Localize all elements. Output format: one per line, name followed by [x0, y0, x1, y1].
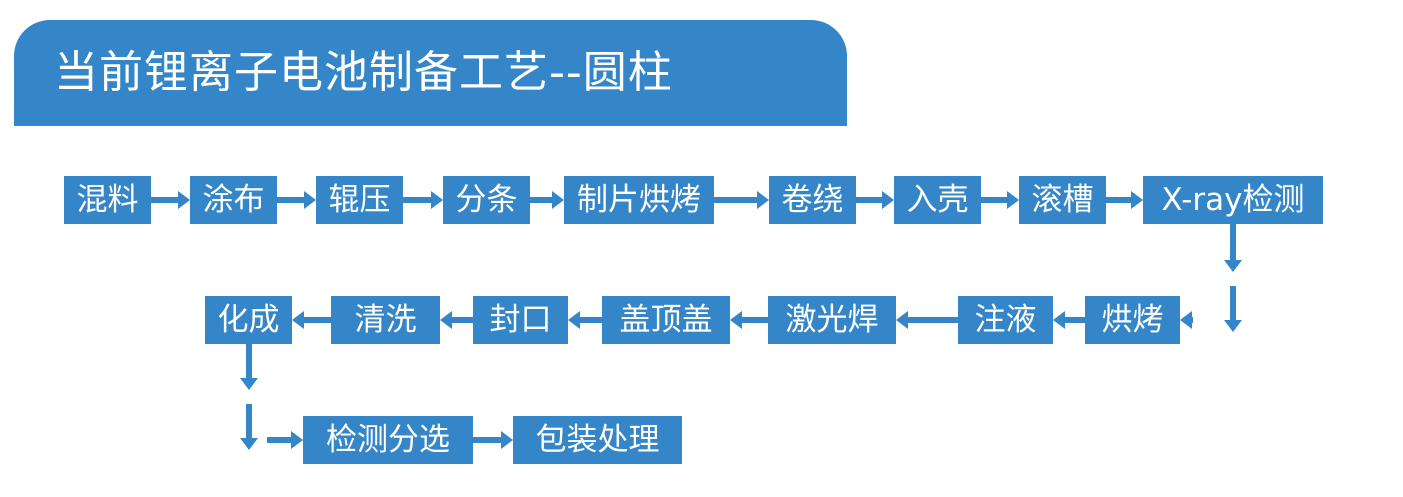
process-node-coating[interactable]: 涂布	[190, 176, 277, 224]
process-node-label: 制片烘烤	[577, 181, 701, 218]
process-node-label: 混料	[76, 181, 139, 218]
arrow-xray-down-segment-1	[1222, 224, 1244, 272]
arrow-row2-sealing-to-cleaning	[440, 309, 473, 331]
arrow-row2-cap-cover-to-sealing	[568, 309, 602, 331]
process-node-label: X-ray检测	[1161, 181, 1305, 218]
process-node-label: 辊压	[328, 181, 391, 218]
process-node-label: 清洗	[354, 301, 417, 338]
arrow-row2-baking-to-electrolyte	[1053, 309, 1085, 331]
title-banner: 当前锂离子电池制备工艺--圆柱	[14, 20, 847, 126]
process-node-formation[interactable]: 化成	[205, 296, 292, 344]
page-title: 当前锂离子电池制备工艺--圆柱	[54, 47, 673, 98]
process-node-label: 盖顶盖	[619, 301, 713, 338]
process-node-label: 滚槽	[1031, 181, 1094, 218]
process-node-shell-insert[interactable]: 入壳	[894, 176, 981, 224]
process-node-sealing[interactable]: 封口	[473, 296, 568, 344]
process-node-laser-weld[interactable]: 激光焊	[768, 296, 896, 344]
process-node-label: 激光焊	[785, 301, 879, 338]
arrow-row1-shell-insert-to-grooving	[981, 189, 1019, 211]
process-node-label: 入壳	[906, 181, 969, 218]
arrow-into-sorting	[266, 429, 303, 451]
process-node-sheet-baking[interactable]: 制片烘烤	[564, 176, 714, 224]
process-node-baking[interactable]: 烘烤	[1085, 296, 1180, 344]
process-node-label: 烘烤	[1101, 301, 1164, 338]
arrow-row2-laser-weld-to-cap-cover	[730, 309, 768, 331]
process-node-label: 涂布	[202, 181, 265, 218]
process-node-slitting[interactable]: 分条	[443, 176, 530, 224]
process-node-grooving[interactable]: 滚槽	[1019, 176, 1106, 224]
arrow-row1-grooving-to-xray-check	[1106, 189, 1143, 211]
process-node-cap-cover[interactable]: 盖顶盖	[602, 296, 730, 344]
process-node-xray-check[interactable]: X-ray检测	[1143, 176, 1323, 224]
process-node-winding[interactable]: 卷绕	[769, 176, 856, 224]
arrow-row1-slitting-to-sheet-baking	[530, 189, 564, 211]
process-node-cleaning[interactable]: 清洗	[331, 296, 440, 344]
process-node-label: 化成	[217, 301, 280, 338]
arrow-row1-sheet-baking-to-winding	[714, 189, 769, 211]
process-node-label: 封口	[489, 301, 552, 338]
process-node-packaging[interactable]: 包装处理	[513, 416, 682, 464]
arrow-row2-electrolyte-to-laser-weld	[896, 309, 958, 331]
arrow-row3-sorting-to-packaging	[473, 429, 513, 451]
arrow-row1-winding-to-shell-insert	[856, 189, 894, 211]
arrow-row2-cleaning-to-formation	[292, 309, 331, 331]
process-node-label: 注液	[974, 301, 1037, 338]
arrow-into-baking	[1180, 309, 1193, 331]
process-node-label: 卷绕	[781, 181, 844, 218]
process-node-label: 检测分选	[326, 421, 450, 458]
process-node-rolling[interactable]: 辊压	[316, 176, 403, 224]
arrow-row1-rolling-to-slitting	[403, 189, 443, 211]
process-node-label: 包装处理	[535, 421, 660, 458]
arrow-xray-down-segment-2	[1222, 286, 1244, 332]
arrow-formation-down-segment-2	[238, 404, 260, 450]
arrow-row1-mixing-to-coating	[151, 189, 190, 211]
process-node-electrolyte[interactable]: 注液	[958, 296, 1053, 344]
process-node-sorting[interactable]: 检测分选	[303, 416, 473, 464]
process-node-label: 分条	[455, 181, 518, 218]
process-node-mixing[interactable]: 混料	[64, 176, 151, 224]
arrow-formation-down-segment-1	[238, 344, 260, 390]
arrow-row1-coating-to-rolling	[277, 189, 316, 211]
